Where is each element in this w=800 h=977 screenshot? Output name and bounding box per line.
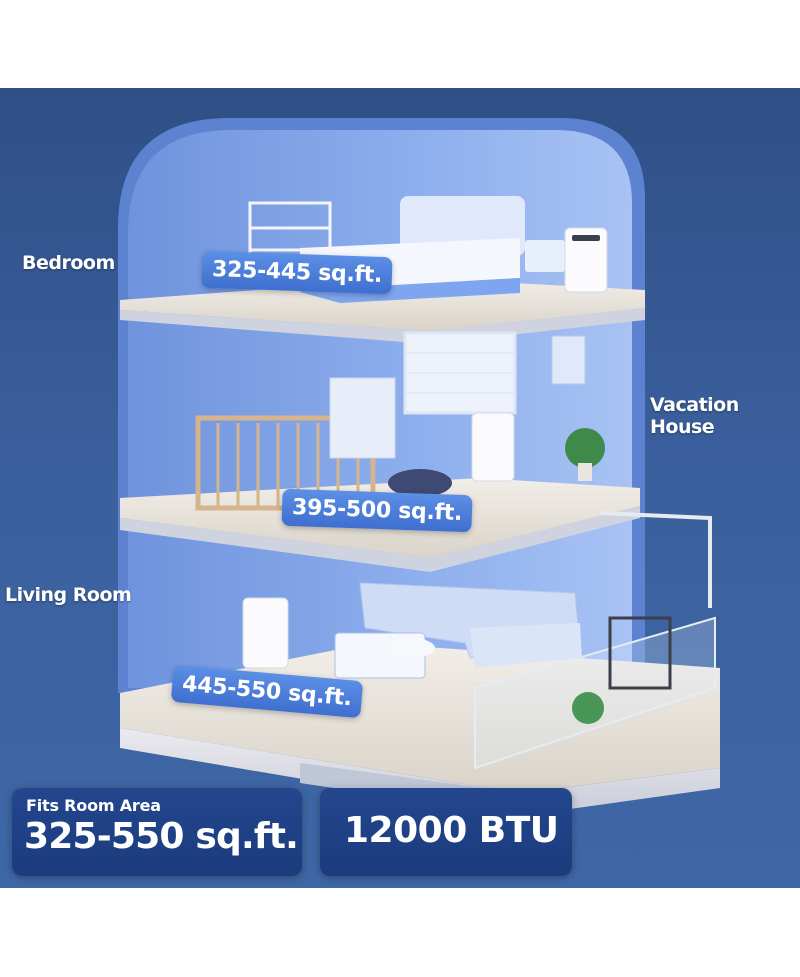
area-tag-bedroom: 325-445 sq.ft. <box>201 250 393 295</box>
house-cutaway-scene: Bedroom Vacation House Living Room 325-4… <box>0 88 800 888</box>
fits-room-area-caption: Fits Room Area <box>26 796 161 815</box>
area-tag-vacation-house: 395-500 sq.ft. <box>281 488 473 533</box>
nursery-slab-edge <box>120 506 640 572</box>
plant-icon <box>572 692 604 724</box>
nightstand <box>525 240 565 272</box>
house-illustration <box>118 118 720 816</box>
room-label-bedroom: Bedroom <box>22 252 115 274</box>
wall-art <box>551 335 586 385</box>
plant-icon <box>565 428 605 468</box>
side-table <box>385 638 435 658</box>
bookshelf <box>329 377 396 459</box>
btu-panel: 12000 BTU <box>320 788 572 876</box>
room-label-living-room: Living Room <box>5 584 132 606</box>
room-label-vacation-house: Vacation House <box>650 394 739 438</box>
btu-value: 12000 BTU <box>344 810 559 851</box>
portable-air-conditioner-icon <box>471 412 515 482</box>
floor-cushion <box>388 469 452 497</box>
portable-air-conditioner-icon <box>242 597 289 669</box>
staircase-rail <box>599 511 712 608</box>
fits-room-area-value: 325-550 sq.ft. <box>24 816 299 857</box>
bar-cart <box>608 616 672 690</box>
bedroom-slab-edge <box>120 308 645 344</box>
bed-base <box>300 278 520 303</box>
portable-air-conditioner-icon <box>564 227 608 293</box>
glass-railing <box>474 616 716 770</box>
fits-room-area-panel: Fits Room Area 325-550 sq.ft. <box>12 788 302 876</box>
